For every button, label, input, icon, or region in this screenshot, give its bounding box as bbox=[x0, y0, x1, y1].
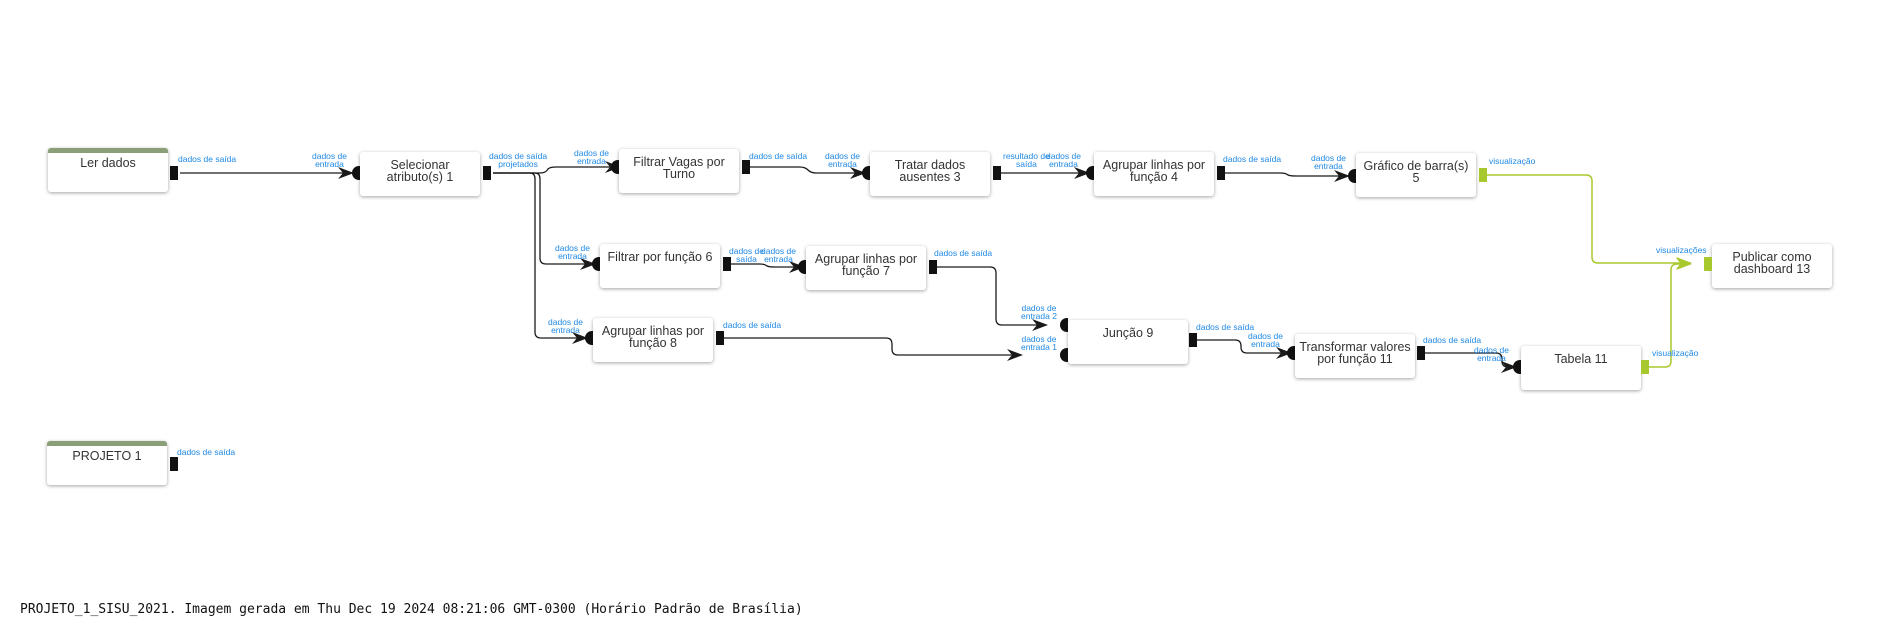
node-label: Filtrar Vagas por Turno bbox=[633, 155, 725, 181]
edge-n10-n11 bbox=[1194, 339, 1292, 359]
visualization-output-port[interactable] bbox=[1479, 168, 1487, 182]
port-label: dados de saída bbox=[1196, 322, 1255, 332]
node-label: Agrupar linhas por função 8 bbox=[601, 324, 705, 350]
input-port-2[interactable] bbox=[1060, 318, 1068, 332]
port-label: dados de entrada bbox=[825, 151, 860, 169]
node-label: Filtrar por função 6 bbox=[607, 250, 713, 264]
edge-n6-n13 bbox=[1484, 174, 1692, 269]
output-port[interactable] bbox=[170, 166, 178, 180]
output-port[interactable] bbox=[1217, 166, 1225, 180]
port-label: dados de saída bbox=[1223, 154, 1282, 164]
input-port[interactable] bbox=[1086, 166, 1094, 180]
node-label: Transformar valores por função 11 bbox=[1299, 340, 1411, 366]
port-label: dados de entrada bbox=[1474, 345, 1509, 363]
output-port[interactable] bbox=[742, 160, 750, 174]
edge-n2-n7 bbox=[493, 172, 596, 270]
port-label: visualização bbox=[1652, 348, 1699, 358]
port-label: dados de entrada bbox=[1248, 331, 1283, 349]
port-label: dados de saída bbox=[178, 154, 237, 164]
output-port[interactable] bbox=[716, 331, 724, 345]
visualization-output-port[interactable] bbox=[1641, 360, 1649, 374]
image-caption: PROJETO_1_SISU_2021. Imagem gerada em Th… bbox=[20, 602, 803, 617]
edge-n7-n8 bbox=[728, 261, 805, 273]
port-label: dados de saída bbox=[1423, 335, 1482, 345]
node-selecionar-atributos[interactable]: Selecionar atributo(s) 1 bbox=[360, 152, 480, 196]
node-label: PROJETO 1 bbox=[72, 449, 142, 463]
edge-n11-n12 bbox=[1421, 352, 1517, 373]
port-label: dados de saída bbox=[729, 246, 764, 264]
input-port[interactable] bbox=[592, 257, 600, 271]
input-port[interactable] bbox=[352, 166, 360, 180]
edge-n2-n9 bbox=[493, 172, 588, 344]
port-label: dados de saída bbox=[749, 151, 808, 161]
node-label: Junção 9 bbox=[1102, 326, 1154, 340]
port-label: dados de entrada bbox=[574, 148, 609, 166]
node-label: Publicar como dashboard 13 bbox=[1732, 250, 1812, 276]
port-label: dados de entrada 2 bbox=[1021, 303, 1057, 321]
node-label: Agrupar linhas por função 7 bbox=[814, 252, 918, 278]
input-port-1[interactable] bbox=[1060, 348, 1068, 362]
node-projeto-1[interactable]: PROJETO 1 bbox=[47, 441, 167, 485]
node-label: Tratar dados ausentes 3 bbox=[894, 158, 966, 184]
port-label: dados de saída projetados bbox=[489, 151, 548, 169]
port-label: resultado de saída bbox=[1003, 151, 1050, 169]
node-grafico-barras[interactable]: Gráfico de barra(s) 5 bbox=[1356, 153, 1476, 197]
node-label: Ler dados bbox=[80, 156, 136, 170]
edge-n3-n4 bbox=[747, 166, 866, 179]
port-label: dados de entrada bbox=[761, 246, 796, 264]
edge-n2-n3 bbox=[493, 161, 621, 174]
visualization-input-port[interactable] bbox=[1704, 257, 1712, 271]
output-port[interactable] bbox=[483, 166, 491, 180]
output-port[interactable] bbox=[170, 457, 178, 471]
port-label: dados de entrada bbox=[1046, 151, 1081, 169]
port-label: dados de entrada bbox=[312, 151, 347, 169]
output-port[interactable] bbox=[1189, 333, 1197, 347]
output-port[interactable] bbox=[723, 257, 731, 271]
node-agrupar-linhas-7[interactable]: Agrupar linhas por função 7 bbox=[806, 246, 926, 290]
port-label: visualização bbox=[1489, 156, 1536, 166]
port-label: dados de saída bbox=[934, 248, 993, 258]
input-port[interactable] bbox=[862, 166, 870, 180]
node-juncao-9[interactable]: Junção 9 bbox=[1068, 320, 1188, 364]
port-label: dados de entrada bbox=[1311, 153, 1346, 171]
port-label: visualizações bbox=[1656, 245, 1707, 255]
node-filtrar-vagas-turno[interactable]: Filtrar Vagas por Turno bbox=[619, 149, 739, 193]
edge-n9-n10 bbox=[722, 337, 1023, 361]
node-transformar-valores[interactable]: Transformar valores por função 11 bbox=[1295, 334, 1415, 378]
port-label: dados de entrada bbox=[548, 317, 583, 335]
port-label: dados de entrada bbox=[555, 243, 590, 261]
node-tabela-11[interactable]: Tabela 11 bbox=[1521, 346, 1641, 390]
input-port[interactable] bbox=[1513, 360, 1521, 374]
edge-n5-n6 bbox=[1218, 170, 1350, 182]
input-port[interactable] bbox=[611, 160, 619, 174]
node-label: Agrupar linhas por função 4 bbox=[1102, 158, 1206, 184]
port-label: dados de entrada 1 bbox=[1021, 334, 1057, 352]
output-port[interactable] bbox=[929, 260, 937, 274]
input-port[interactable] bbox=[1348, 169, 1356, 183]
node-tratar-dados-ausentes[interactable]: Tratar dados ausentes 3 bbox=[870, 152, 990, 196]
edge-n12-n13 bbox=[1644, 258, 1692, 368]
input-port[interactable] bbox=[585, 331, 593, 345]
node-label: Gráfico de barra(s) 5 bbox=[1363, 159, 1469, 185]
output-port[interactable] bbox=[993, 166, 1001, 180]
node-filtrar-funcao-6[interactable]: Filtrar por função 6 bbox=[600, 244, 720, 288]
port-label: dados de saída bbox=[723, 320, 782, 330]
node-agrupar-linhas-4[interactable]: Agrupar linhas por função 4 bbox=[1094, 152, 1214, 196]
port-label: dados de saída bbox=[177, 447, 236, 457]
input-port[interactable] bbox=[1287, 346, 1295, 360]
node-agrupar-linhas-8[interactable]: Agrupar linhas por função 8 bbox=[593, 318, 713, 362]
edge-n8-n10 bbox=[933, 266, 1048, 331]
input-port[interactable] bbox=[798, 260, 806, 274]
node-label: Tabela 11 bbox=[1554, 352, 1608, 366]
node-ler-dados[interactable]: Ler dados bbox=[48, 148, 168, 192]
node-label: Selecionar atributo(s) 1 bbox=[386, 158, 454, 184]
output-port[interactable] bbox=[1417, 346, 1425, 360]
node-publicar-dashboard[interactable]: Publicar como dashboard 13 bbox=[1712, 244, 1832, 288]
